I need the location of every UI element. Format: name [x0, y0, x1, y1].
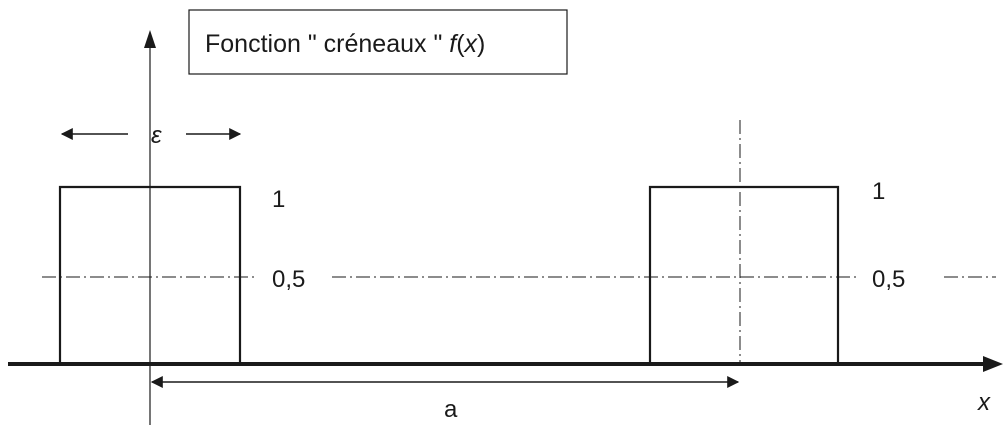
title-text: Fonction " créneaux " f(x): [205, 30, 485, 58]
x-axis-arrowhead: [983, 356, 1003, 372]
level-high-label-left: 1: [272, 186, 285, 213]
title-box: [188, 9, 568, 75]
x-axis-label: x: [977, 389, 991, 416]
vertical-axis-arrowhead: [144, 30, 156, 48]
pulse-right: [648, 185, 840, 364]
level-half-label-left: 0,5: [272, 266, 305, 293]
level-high-label-right: 1: [872, 178, 885, 205]
epsilon-label: ε: [151, 122, 162, 149]
level-half-label-right: 0,5: [872, 266, 905, 293]
period-label: a: [444, 396, 458, 423]
pulse-left: [58, 185, 242, 364]
